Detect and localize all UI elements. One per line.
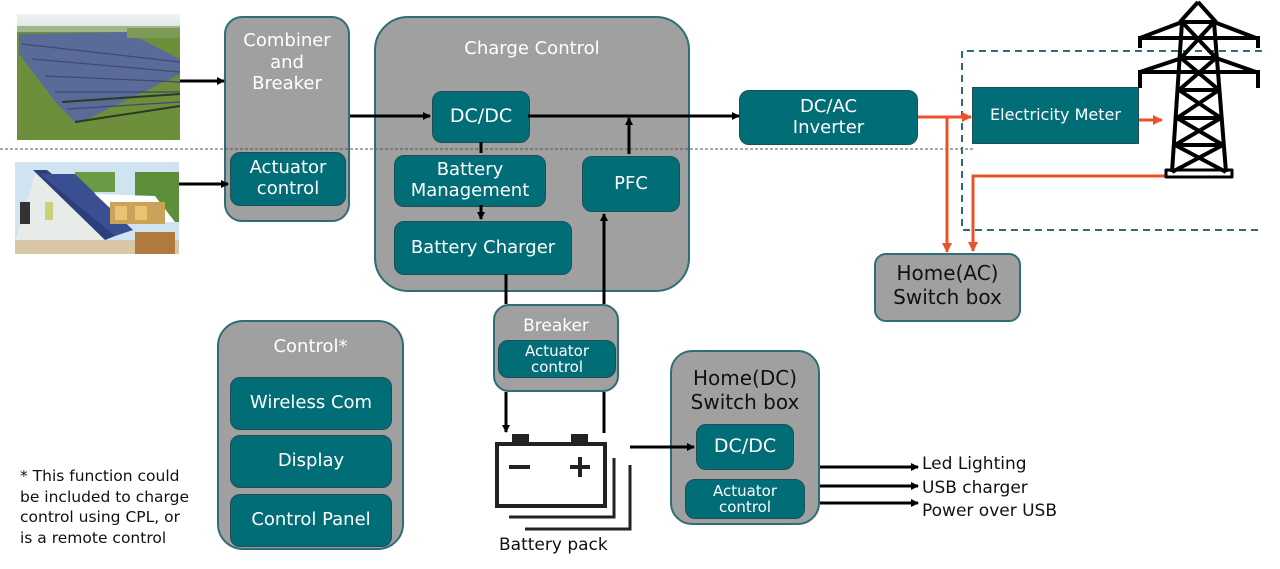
battery-pack-icon (495, 434, 632, 531)
breaker-title: Breaker (523, 316, 589, 336)
home-dc-switch-box: Home(DC) Switch box DC/DC Actuator contr… (670, 350, 820, 525)
dcac-inverter[interactable]: DC/AC Inverter (739, 90, 918, 145)
control-panel[interactable]: Control Panel (230, 494, 392, 547)
battery-management[interactable]: Battery Management (394, 155, 546, 207)
control-block: Control* Wireless Com Display Control Pa… (217, 320, 404, 550)
combiner-breaker-title: Combiner and Breaker (243, 30, 331, 95)
footnote: * This function could be included to cha… (20, 467, 190, 547)
home-ac-switch-box[interactable]: Home(AC) Switch box (874, 253, 1021, 322)
solar-farm-photo (17, 14, 180, 140)
home-dc-actuator-control[interactable]: Actuator control (685, 479, 805, 519)
ac-grid-to-home-ac (968, 174, 1166, 252)
breaker-block: Breaker Actuator control (493, 304, 619, 392)
display[interactable]: Display (230, 435, 392, 488)
power-pylon-icon (1138, 0, 1260, 179)
dcdc-converter[interactable]: DC/DC (432, 91, 530, 143)
pfc[interactable]: PFC (582, 156, 680, 212)
breaker-actuator-control[interactable]: Actuator control (498, 340, 616, 378)
combiner-breaker-block: Combiner and Breaker Actuator control (224, 16, 350, 222)
wireless-com[interactable]: Wireless Com (230, 377, 392, 430)
battery-charger[interactable]: Battery Charger (394, 221, 572, 275)
battery-pack-label: Battery pack (499, 535, 608, 555)
rooftop-solar-house-photo (15, 162, 179, 254)
output-usb-charger: USB charger (922, 478, 1028, 498)
electricity-meter[interactable]: Electricity Meter (972, 87, 1139, 144)
charge-control-block: Charge Control DC/DC Battery Management … (374, 16, 690, 292)
control-title: Control* (273, 336, 348, 357)
output-power-over-usb: Power over USB (922, 501, 1058, 521)
charge-control-title: Charge Control (464, 38, 600, 59)
output-led-lighting: Led Lighting (922, 454, 1027, 474)
home-dc-dcdc[interactable]: DC/DC (696, 424, 794, 470)
combiner-actuator-control[interactable]: Actuator control (230, 152, 346, 206)
